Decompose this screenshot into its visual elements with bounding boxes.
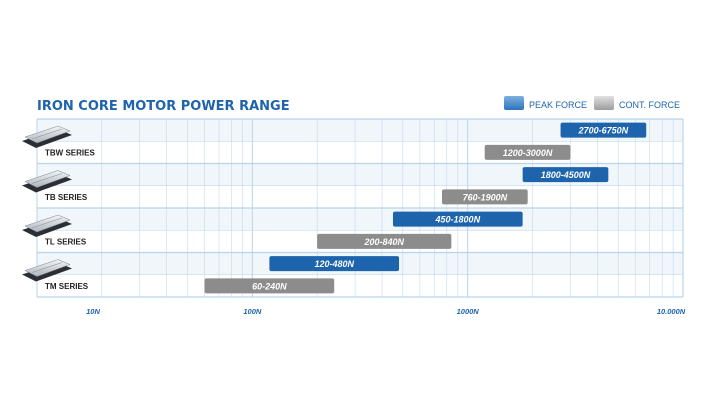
cont-force-bar [204, 278, 335, 294]
plot-frame [37, 118, 684, 298]
motor-images [22, 125, 72, 282]
motor-image-tb [22, 170, 72, 193]
bar-value-label: 1200-3000N [503, 148, 553, 158]
row-band-top [37, 119, 683, 142]
cont-force-bar [442, 189, 528, 205]
category-label: TBW SERIES [45, 148, 95, 157]
row-bands [37, 119, 683, 275]
motor-rail [31, 262, 63, 273]
legend-item-cont-force: CONT. FORCE [594, 96, 680, 110]
bar-value-label: 1800-4500N [541, 170, 591, 180]
cont-force-bar [484, 144, 571, 160]
motor-rail [31, 173, 63, 184]
motor-rail [31, 217, 63, 229]
category-label: TL SERIES [45, 237, 87, 246]
category-label: TB SERIES [45, 193, 88, 202]
legend-label-cont: CONT. FORCE [619, 100, 680, 110]
row-band-top [37, 163, 683, 186]
bar-value-label: 450-1800N [435, 215, 481, 225]
cont-bar-0: 1200-3000N [484, 144, 571, 160]
motor-image-tbw [22, 125, 72, 148]
category-labels: TBW SERIES TB SERIES TL SERIES TM SERIES [45, 148, 95, 291]
bar-value-label: 2700-6750N [578, 126, 629, 136]
x-tick-label: 100N [243, 307, 262, 316]
cont-bar-1: 760-1900N [442, 189, 528, 205]
legend-swatch-peak [504, 96, 524, 110]
row-band-top [37, 208, 683, 231]
motor-image-tm [22, 259, 72, 282]
legend-swatch-cont [594, 96, 614, 110]
bar-value-label: 760-1900N [463, 192, 508, 202]
peak-bar-2: 450-1800N [392, 211, 523, 227]
x-tick-label: 10.000N [657, 307, 686, 316]
bars: 2700-6750N 1800-4500N 450-1800N 120-480N 120… [204, 122, 647, 294]
cont-force-bar [317, 233, 452, 249]
legend-label-peak: PEAK FORCE [529, 100, 587, 110]
bar-value-label: 200-840N [363, 237, 404, 247]
peak-force-bar [560, 122, 647, 138]
x-axis-ticks: 10N 100N 1000N 10.000N [86, 307, 686, 316]
peak-bar-3: 120-480N [269, 256, 400, 272]
peak-force-bar [269, 256, 400, 272]
x-tick-label: 1000N [457, 307, 480, 316]
bar-value-label: 120-480N [314, 259, 354, 269]
motor-rail [31, 128, 63, 140]
x-tick-label: 10N [86, 307, 100, 316]
chart-title: IRON CORE MOTOR POWER RANGE [37, 99, 290, 114]
category-label: TM SERIES [45, 282, 89, 291]
legend-item-peak-force: PEAK FORCE [504, 96, 587, 110]
cont-bar-3: 60-240N [204, 278, 335, 294]
cont-bar-2: 200-840N [317, 233, 452, 249]
peak-bar-0: 2700-6750N [560, 122, 647, 138]
motor-image-tl [22, 214, 72, 237]
peak-bar-1: 1800-4500N [522, 167, 609, 183]
bar-value-label: 60-240N [252, 281, 287, 291]
peak-force-bar [392, 211, 523, 227]
legend: PEAK FORCE CONT. FORCE [504, 96, 680, 110]
peak-force-bar [522, 167, 609, 183]
